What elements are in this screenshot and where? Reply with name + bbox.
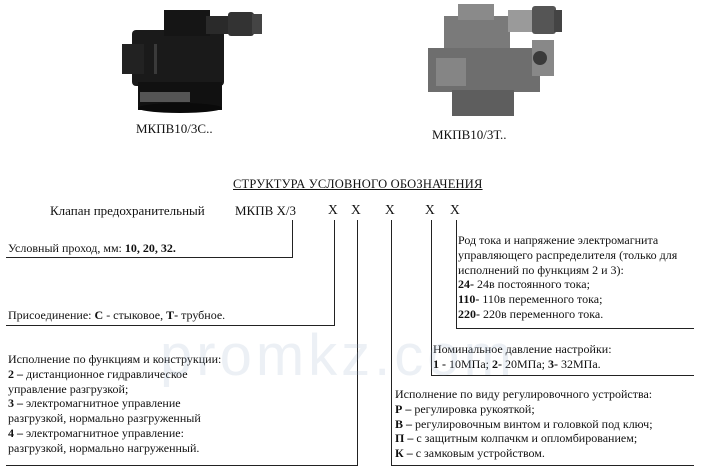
code-prefix: МКПВ Х/3 xyxy=(235,203,297,218)
adjust-desc: регулировочным винтом и головкой под клю… xyxy=(412,416,653,431)
connection-key-t: Т- xyxy=(166,308,179,322)
function-desc: разгрузкой, нормально нагруженный. xyxy=(8,440,200,455)
connector-line xyxy=(391,465,694,466)
current-value: 110в переменного тока; xyxy=(479,292,603,307)
function-key: 3 – xyxy=(8,396,23,411)
adjust-heading: Исполнение по виду регулировочного устро… xyxy=(395,387,653,401)
code-position: Х xyxy=(351,202,361,217)
current-desc: исполнений по функциям 2 и 3): xyxy=(458,262,624,277)
valve-photo-subplate xyxy=(122,10,262,113)
function-desc: дистанционное гидравлическое xyxy=(26,366,188,381)
adjust-desc: с замковым устройством. xyxy=(412,446,545,461)
function-spec: Исполнение по функциям и конструкции: 2 … xyxy=(8,352,221,456)
connector-line xyxy=(456,220,457,329)
connector-line xyxy=(6,325,335,326)
current-spec: Род тока и напряжение электромагнита упр… xyxy=(458,233,677,322)
pressure-value: 10МПа; xyxy=(446,356,492,371)
nominal-bore-values: 10, 20, 32. xyxy=(124,241,176,255)
pressure-value: 32МПа. xyxy=(558,356,601,371)
pressure-key: 2- xyxy=(492,356,502,371)
adjust-key: Р – xyxy=(395,401,412,416)
current-desc: управляющего распределителя (только для xyxy=(458,247,678,262)
pressure-value: 20МПа; xyxy=(502,356,548,371)
connector-line xyxy=(431,220,432,376)
adjust-desc: регулировка рукояткой; xyxy=(411,401,535,416)
connector-line xyxy=(431,375,694,376)
function-key: 4 – xyxy=(8,425,23,440)
connector-line xyxy=(6,465,358,466)
connector-line xyxy=(334,220,335,326)
function-desc: управление разгрузкой; xyxy=(8,381,129,396)
connection-desc-c: - стыковое, xyxy=(103,308,167,322)
connection-key-c: С xyxy=(94,308,104,322)
current-key: 220- xyxy=(458,306,480,321)
function-desc: электромагнитное управление xyxy=(26,396,181,411)
current-value: 220в переменного тока. xyxy=(480,306,604,321)
nominal-bore-spec: Условный проход, мм: 10, 20, 32. xyxy=(8,241,176,256)
code-position: Х xyxy=(328,202,338,217)
adjust-key: П – xyxy=(395,431,414,446)
current-key: 24- xyxy=(458,277,474,292)
adjust-key: В – xyxy=(395,416,413,431)
current-desc: Род тока и напряжение электромагнита xyxy=(458,233,659,247)
adjust-desc: с защитным колпачкм и опломбированием; xyxy=(413,431,638,446)
function-key: 2 – xyxy=(8,366,23,381)
code-position: Х xyxy=(385,202,395,217)
connection-label: Присоединение: xyxy=(8,308,92,322)
product-name: Клапан предохранительный xyxy=(50,203,205,218)
function-desc: электромагнитное управление: xyxy=(26,425,184,440)
adjust-spec: Исполнение по виду регулировочного устро… xyxy=(395,387,653,461)
watermark: promkz.com xyxy=(160,323,516,388)
valve-photo-threaded xyxy=(428,4,562,116)
connector-line xyxy=(6,257,293,258)
function-heading: Исполнение по функциям и конструкции: xyxy=(8,352,222,366)
code-position: Х xyxy=(425,202,435,217)
pressure-spec: Номинальное давление настройки: 1 - 10МП… xyxy=(433,342,612,372)
nominal-bore-label: Условный проход, мм: xyxy=(8,241,122,255)
connection-desc-t: трубное. xyxy=(178,308,226,322)
function-desc: разгрузкой, нормально разгруженный xyxy=(8,411,201,426)
product-caption: МКПВ10/3С.. xyxy=(136,121,213,136)
connector-line xyxy=(456,328,694,329)
pressure-key: 3- xyxy=(548,356,558,371)
code-position: Х xyxy=(450,202,460,217)
pressure-key: 1 - xyxy=(433,356,446,371)
pressure-heading: Номинальное давление настройки: xyxy=(433,342,612,356)
connector-line xyxy=(292,220,293,258)
current-key: 110- xyxy=(458,292,480,307)
connector-line xyxy=(357,220,358,466)
adjust-key: К – xyxy=(395,446,413,461)
connection-spec: Присоединение: С - стыковое, Т- трубное. xyxy=(8,308,225,323)
current-value: 24в постоянного тока; xyxy=(474,277,590,292)
connector-line xyxy=(391,220,392,466)
structure-title: СТРУКТУРА УСЛОВНОГО ОБОЗНАЧЕНИЯ xyxy=(233,177,483,191)
product-caption: МКПВ10/3Т.. xyxy=(432,127,507,142)
